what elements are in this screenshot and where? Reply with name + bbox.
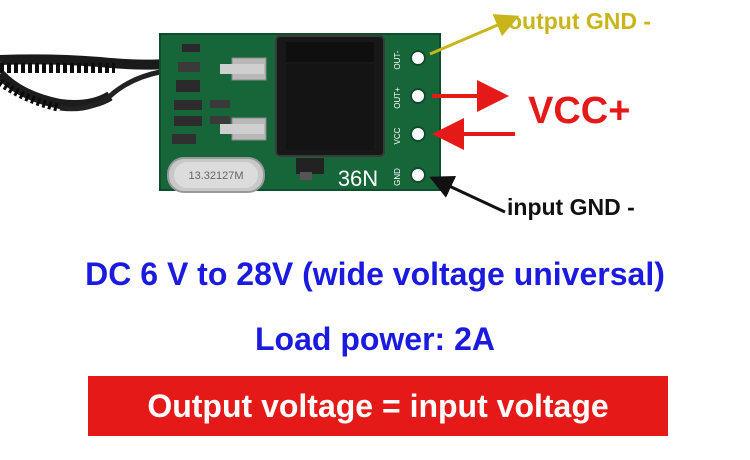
pcb-board xyxy=(159,33,441,193)
pin-label-out-plus: OUT+ xyxy=(393,87,402,109)
load-power-text: Load power: 2A xyxy=(254,321,495,357)
pin-label-gnd: GND xyxy=(393,168,402,186)
voltage-range-text: DC 6 V to 28V (wide voltage universal) xyxy=(85,256,665,292)
pin-label-vcc: VCC xyxy=(393,127,402,144)
crystal-marking: 13.32127M xyxy=(188,170,243,182)
output-gnd-label: output GND - xyxy=(508,8,652,34)
output-gnd-arrow xyxy=(429,14,520,56)
model-marking: 36N xyxy=(338,166,378,191)
antenna-cable xyxy=(0,54,166,112)
input-gnd-arrow xyxy=(429,175,506,214)
banner-text: Output voltage = input voltage xyxy=(147,387,609,424)
pin-label-out-minus: OUT- xyxy=(393,50,402,69)
input-gnd-label: input GND - xyxy=(507,194,635,220)
output-voltage-banner: Output voltage = input voltage xyxy=(88,376,668,436)
vcc-plus-label: VCC+ xyxy=(528,90,631,132)
